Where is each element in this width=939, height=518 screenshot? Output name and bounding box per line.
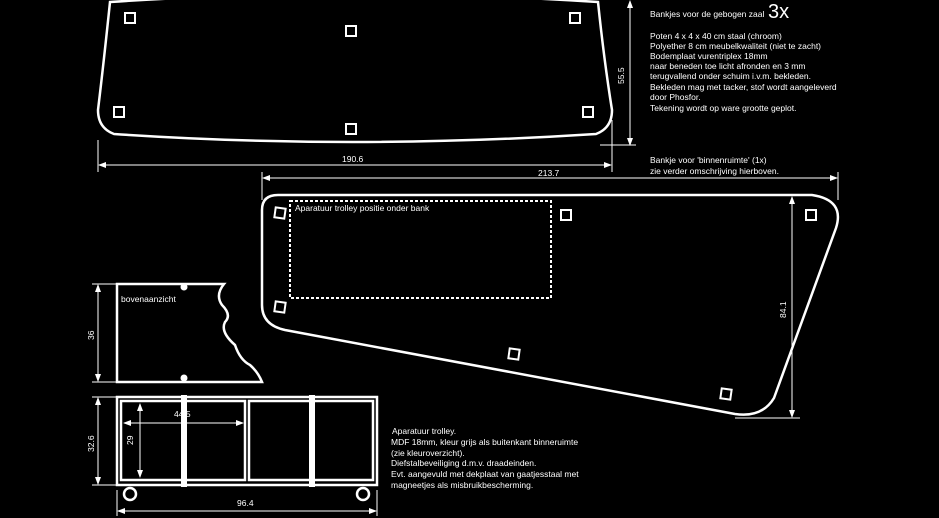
svg-text:Diefstalbeveiliging d.m.v. dra: Diefstalbeveiliging d.m.v. draadeinden. bbox=[391, 458, 536, 468]
svg-text:Bodemplaat vurentriplex 18mm: Bodemplaat vurentriplex 18mm bbox=[650, 51, 768, 61]
svg-text:zie verder omschrijving hierbo: zie verder omschrijving hierboven. bbox=[650, 166, 779, 176]
svg-text:Tekening wordt op ware grootte: Tekening wordt op ware grootte geplot. bbox=[650, 103, 796, 113]
trolley-position-label: Aparatuur trolley positie onder bank bbox=[295, 203, 430, 213]
svg-text:(zie kleuroverzicht).: (zie kleuroverzicht). bbox=[391, 448, 465, 458]
leg-marker bbox=[345, 123, 357, 135]
leg-marker bbox=[345, 25, 357, 37]
leg-marker bbox=[113, 106, 125, 118]
notes-qty: 3x bbox=[768, 1, 789, 23]
dim-label: 36 bbox=[86, 330, 96, 340]
svg-text:magneetjes als misbruikbescher: magneetjes als misbruikbescherming. bbox=[391, 480, 533, 490]
curved-bench-outline bbox=[96, 0, 614, 144]
dim-label: 190.6 bbox=[342, 154, 364, 164]
top-view-label: bovenaanzicht bbox=[121, 294, 176, 304]
dim-label: 96.4 bbox=[237, 498, 254, 508]
dim-label: 44.5 bbox=[174, 409, 191, 419]
inner-bench-outline: Aparatuur trolley positie onder bank bbox=[260, 193, 840, 416]
trolley-front-view: 32.6 29 44.5 96.4 bbox=[86, 395, 379, 516]
svg-text:naar beneden toe licht afronde: naar beneden toe licht afronden en 3 mm bbox=[650, 61, 805, 71]
svg-text:Aparatuur trolley.: Aparatuur trolley. bbox=[392, 426, 456, 436]
dim-label: 213.7 bbox=[538, 168, 560, 178]
trolley-position-area bbox=[289, 200, 552, 299]
notes-block: Bankjes voor de gebogen zaal 3x Poten 4 … bbox=[650, 1, 837, 176]
svg-text:Bekleden mag met tacker, stof: Bekleden mag met tacker, stof wordt aang… bbox=[650, 82, 837, 92]
dim-bench2-depth: 84.1 bbox=[735, 196, 800, 419]
svg-text:Evt. aangevuld met dekplaat va: Evt. aangevuld met dekplaat van gaatjess… bbox=[391, 469, 579, 479]
dim-label: 55.5 bbox=[616, 67, 626, 84]
dim-bench2-width: 213.7 bbox=[261, 168, 839, 200]
svg-text:Polyether 8 cm meubelkwaliteit: Polyether 8 cm meubelkwaliteit (niet te … bbox=[650, 41, 821, 51]
dim-label: 32.6 bbox=[86, 435, 96, 452]
svg-text:door Phosfor.: door Phosfor. bbox=[650, 92, 701, 102]
svg-text:terugvallend onder schuim i.v.: terugvallend onder schuim i.v.m. beklede… bbox=[650, 71, 811, 81]
leg-marker bbox=[569, 12, 581, 24]
notes-title: Bankjes voor de gebogen zaal bbox=[650, 9, 764, 19]
dim-label: 29 bbox=[125, 435, 135, 445]
trolley-notes: Aparatuur trolley. MDF 18mm, kleur grijs… bbox=[391, 426, 579, 490]
trolley-top-view: bovenaanzicht 36 bbox=[86, 282, 264, 384]
dim-bench-width: 190.6 bbox=[97, 120, 613, 172]
leg-marker bbox=[124, 12, 136, 24]
leg-marker bbox=[582, 106, 594, 118]
dim-bench-depth: 55.5 bbox=[600, 0, 636, 146]
svg-text:Bankje voor 'binnenruimte' (1x: Bankje voor 'binnenruimte' (1x) bbox=[650, 155, 767, 165]
dim-label: 84.1 bbox=[778, 301, 788, 318]
svg-text:Poten 4 x 4 x 40 cm staal (chr: Poten 4 x 4 x 40 cm staal (chroom) bbox=[650, 31, 782, 41]
svg-text:MDF 18mm, kleur grijs als buit: MDF 18mm, kleur grijs als buitenkant bin… bbox=[391, 437, 578, 447]
